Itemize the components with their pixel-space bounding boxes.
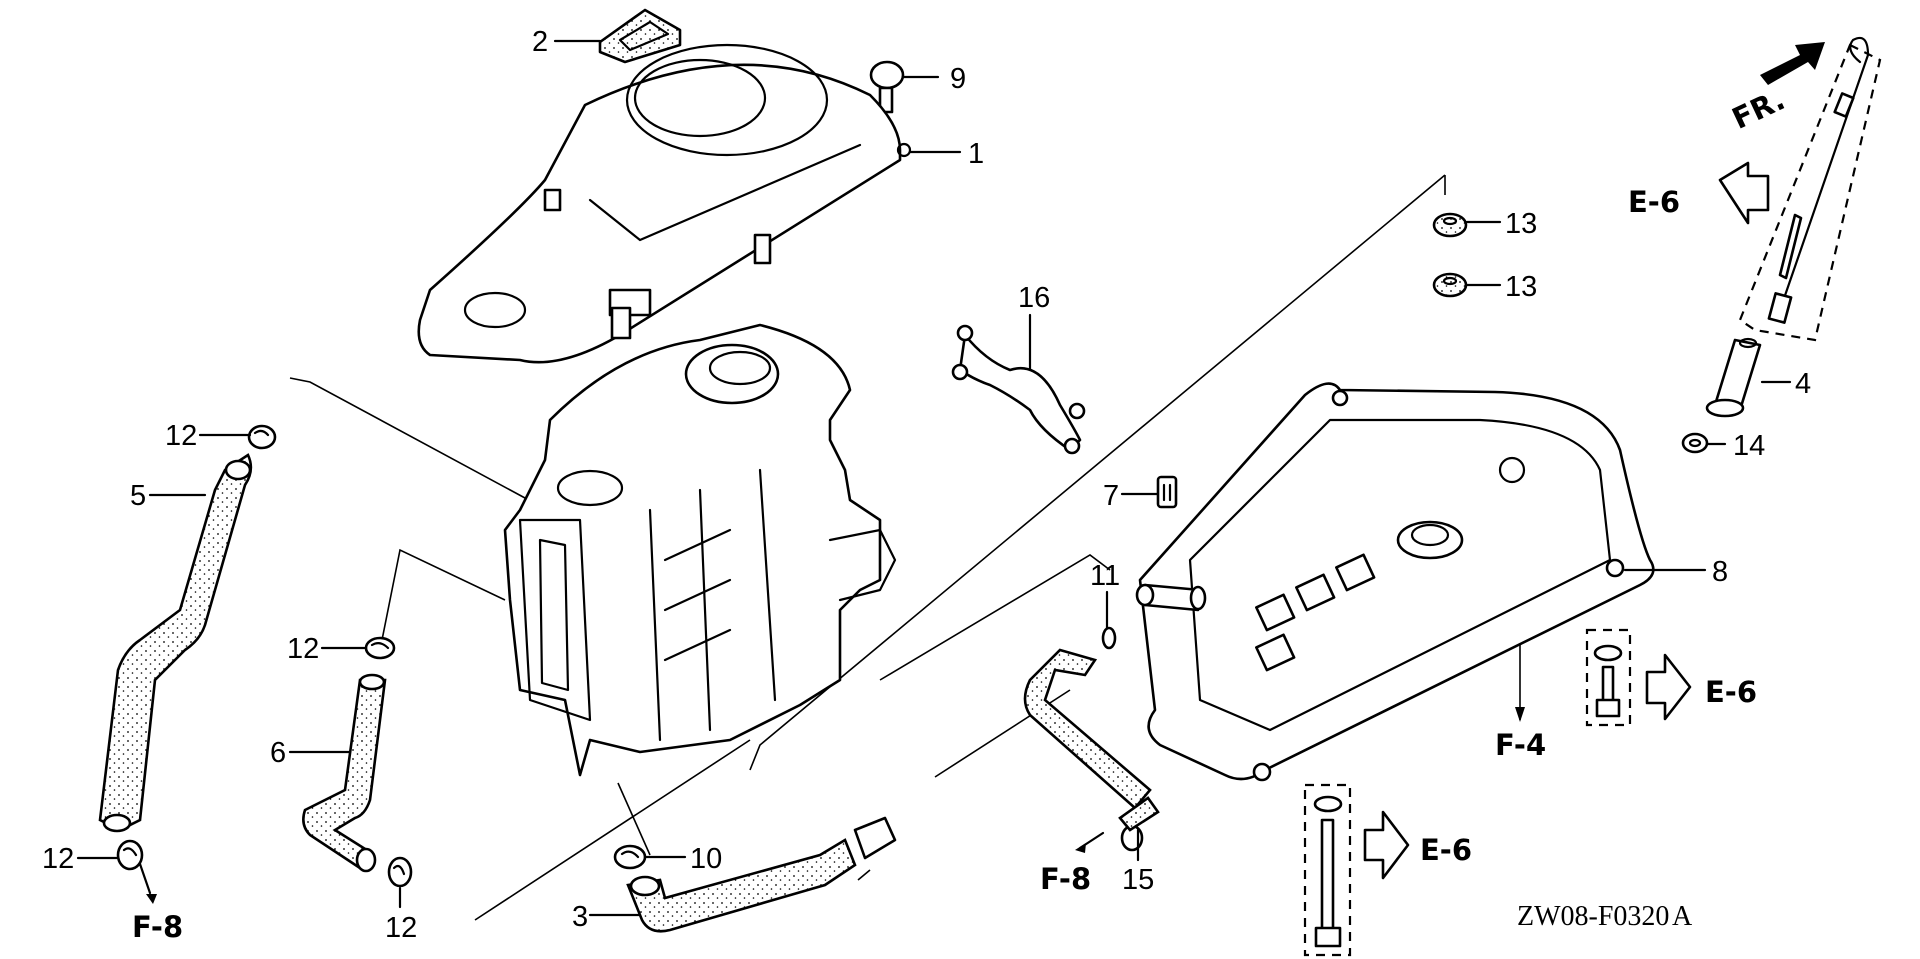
callout-1: 1 <box>968 138 984 170</box>
callout-15: 15 <box>1122 864 1154 896</box>
callout-labels: 2 9 1 16 13 13 4 14 8 7 11 12 5 12 6 12 … <box>42 26 1811 944</box>
hollow-arrow-right-bottom-icon <box>1363 810 1410 880</box>
part-12-clamp-c[interactable] <box>116 839 144 871</box>
engine-block[interactable] <box>503 323 897 777</box>
bolt-kit-bottom[interactable] <box>1303 783 1352 957</box>
callout-4: 4 <box>1795 368 1811 400</box>
part-4-tube[interactable] <box>1705 337 1762 418</box>
hollow-arrow-left-icon <box>1718 161 1770 225</box>
callout-16: 16 <box>1018 282 1050 314</box>
part-9-screw[interactable] <box>869 60 905 114</box>
arrow-to-f8-mid <box>1075 831 1105 853</box>
part-1-cover[interactable] <box>417 43 912 364</box>
part-11-joint[interactable] <box>1101 583 1207 650</box>
callout-8: 8 <box>1712 556 1728 588</box>
callout-3: 3 <box>572 901 588 933</box>
drawing-code: ZW08-F0320 A <box>1517 901 1693 932</box>
part-10-clamp[interactable] <box>613 844 647 870</box>
assembly-lines <box>289 174 1521 921</box>
callout-2: 2 <box>532 26 548 58</box>
ref-f8-mid[interactable]: F-8 <box>1040 862 1091 896</box>
part-12-clamp-a[interactable] <box>247 424 277 450</box>
callout-14: 14 <box>1733 430 1765 462</box>
dipstick-assembly[interactable] <box>1738 36 1882 342</box>
callout-13-lower: 13 <box>1505 271 1537 303</box>
ref-e6-bottom[interactable]: E-6 <box>1420 833 1472 867</box>
part-14-oring[interactable] <box>1681 432 1709 454</box>
front-indicator-label: FR. <box>1727 82 1790 136</box>
callout-12-a: 12 <box>165 420 197 452</box>
front-direction-arrow-icon <box>1760 42 1825 85</box>
ref-f4[interactable]: F-4 <box>1495 728 1546 762</box>
callout-7: 7 <box>1103 480 1119 512</box>
part-12-clamp-d[interactable] <box>387 856 413 888</box>
ref-e6-top[interactable]: E-6 <box>1628 185 1680 219</box>
part-6-hose[interactable] <box>302 673 387 873</box>
callout-12-d: 12 <box>385 912 417 944</box>
part-3-hose[interactable] <box>626 816 897 933</box>
part-13-seal-lower[interactable] <box>1432 272 1468 298</box>
ref-f8-left[interactable]: F-8 <box>132 910 183 944</box>
bolt-kit-right[interactable] <box>1585 628 1632 727</box>
ref-e6-right[interactable]: E-6 <box>1705 675 1757 709</box>
part-8-oil-case[interactable] <box>1138 382 1655 782</box>
callout-9: 9 <box>950 63 966 95</box>
part-12-clamp-b[interactable] <box>364 636 396 660</box>
callout-12-c: 12 <box>42 843 74 875</box>
part-2-grommet[interactable] <box>598 8 682 64</box>
hollow-arrow-right-icon <box>1645 653 1692 721</box>
part-7-clip[interactable] <box>1156 475 1178 509</box>
callout-11: 11 <box>1090 560 1120 592</box>
callout-13-upper: 13 <box>1505 208 1537 240</box>
drawing-code-text: ZW08-F0320 <box>1517 901 1669 932</box>
callout-leaders <box>76 433 1140 917</box>
callout-10: 10 <box>690 843 722 875</box>
callout-6: 6 <box>270 737 286 769</box>
arrow-to-f8-left <box>138 862 157 904</box>
drawing-revision: A <box>1672 901 1693 932</box>
part-5-hose[interactable] <box>98 453 253 833</box>
part-15-hose[interactable] <box>1023 648 1160 852</box>
callout-5: 5 <box>130 480 146 512</box>
arrow-to-f4 <box>1515 707 1525 722</box>
part-13-seal-upper[interactable] <box>1432 212 1468 238</box>
part-16-gasket[interactable] <box>951 324 1086 455</box>
callout-12-b: 12 <box>287 633 319 665</box>
